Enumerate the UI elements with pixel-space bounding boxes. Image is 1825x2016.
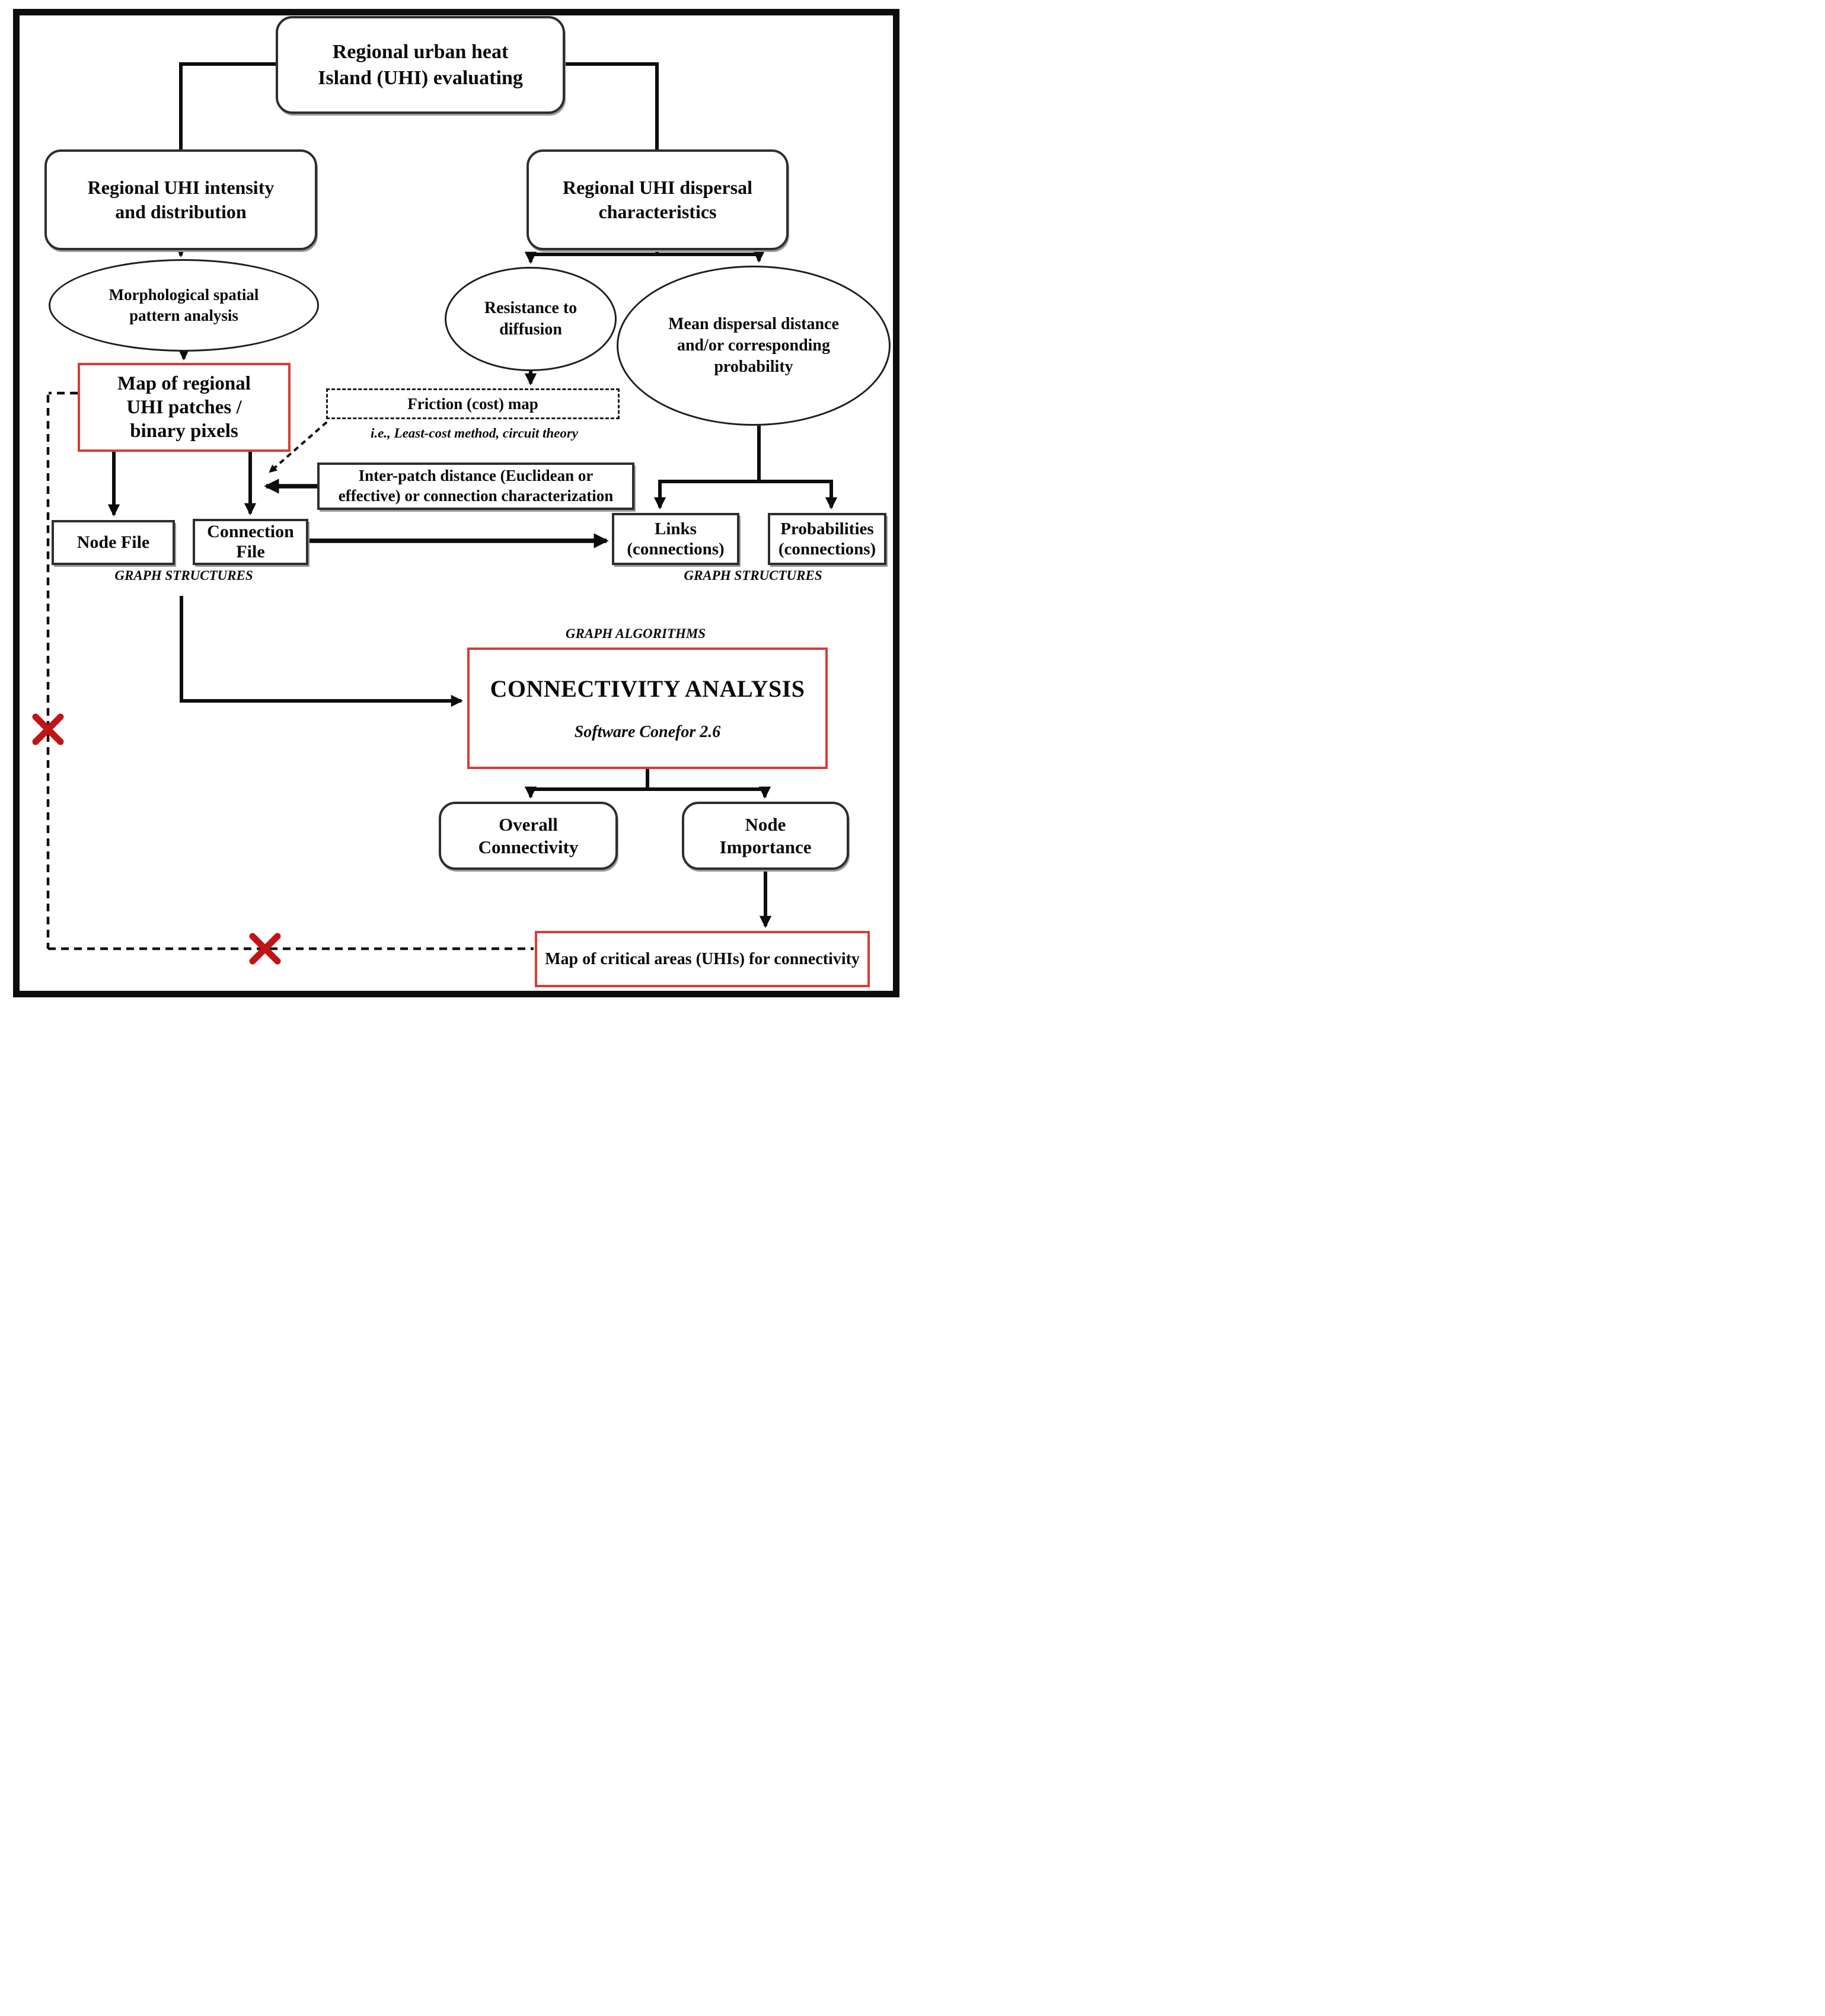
node-connectivity-analysis: CONNECTIVITY ANALYSIS Software Conefor 2… (467, 647, 828, 769)
flow-arrows (107, 245, 838, 929)
friction-map-caption: i.e., Least-cost method, circuit theory (370, 426, 579, 441)
node-label: Connection File (207, 522, 294, 562)
thick-arrows (264, 479, 609, 548)
node-label: Overall Connectivity (478, 814, 579, 857)
connector-lines (32, 62, 838, 965)
node-label: Regional urban heat Island (UHI) evaluat… (318, 40, 523, 89)
node-uhi-dispersal: Regional UHI dispersal characteristics (527, 149, 789, 250)
red-x-icon (32, 713, 64, 745)
node-node-importance: Node Importance (682, 802, 849, 870)
connectivity-subtitle: Software Conefor 2.6 (574, 723, 721, 742)
node-label: Mean dispersal distance and/or correspon… (668, 315, 839, 376)
node-node-file: Node File (52, 520, 175, 565)
node-label: Morphological spatial pattern analysis (109, 286, 259, 324)
graph-structures-label-right: GRAPH STRUCTURES (684, 568, 822, 583)
node-connection-file: Connection File (193, 519, 308, 565)
tree-connectors (179, 62, 833, 791)
node-label: Node File (76, 532, 150, 552)
node-label: Resistance to diffusion (484, 299, 578, 339)
connectivity-title: CONNECTIVITY ANALYSIS (490, 675, 805, 702)
flowchart-canvas: Regional urban heat Island (UHI) evaluat… (0, 0, 913, 1008)
friction-dashed-arrow (269, 421, 328, 473)
red-x-icon (249, 933, 281, 965)
node-resistance-diffusion: Resistance to diffusion (445, 267, 617, 371)
node-label: Inter-patch distance (Euclidean or effec… (338, 467, 614, 505)
node-critical-areas-map: Map of critical areas (UHIs) for connect… (535, 931, 870, 987)
node-label: Regional UHI intensity and distribution (87, 177, 275, 222)
node-friction-cost-map: Friction (cost) map (326, 388, 620, 419)
node-label: Node Importance (719, 814, 812, 857)
node-label: Friction (cost) map (407, 394, 538, 413)
dashed-feedback-line (46, 391, 534, 950)
node-label: Probabilities (connections) (778, 519, 876, 559)
node-uhi-patches-map: Map of regional UHI patches / binary pix… (78, 363, 291, 452)
node-mean-dispersal-distance: Mean dispersal distance and/or correspon… (617, 266, 891, 426)
node-label: Map of critical areas (UHIs) for connect… (545, 949, 860, 968)
graph-structures-label-left: GRAPH STRUCTURES (114, 568, 253, 583)
node-overall-connectivity: Overall Connectivity (439, 802, 618, 870)
node-probabilities-connections: Probabilities (connections) (768, 513, 886, 565)
graph-algorithms-label: GRAPH ALGORITHMS (565, 626, 706, 641)
node-label: Links (connections) (627, 519, 725, 559)
node-uhi-evaluating: Regional urban heat Island (UHI) evaluat… (276, 16, 565, 114)
node-morphological-analysis: Morphological spatial pattern analysis (49, 259, 319, 352)
node-uhi-intensity: Regional UHI intensity and distribution (44, 149, 317, 250)
node-links-connections: Links (connections) (612, 513, 739, 565)
node-label: Map of regional UHI patches / binary pix… (117, 372, 251, 442)
node-inter-patch-distance: Inter-patch distance (Euclidean or effec… (317, 462, 634, 510)
figure-border (13, 9, 899, 997)
node-label: Regional UHI dispersal characteristics (562, 177, 753, 222)
